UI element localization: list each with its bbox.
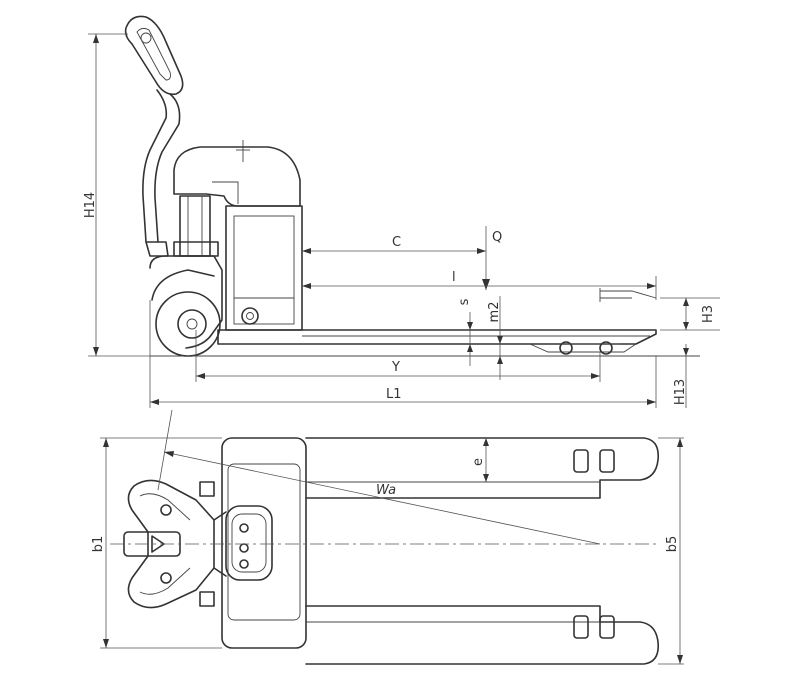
wa-pointer [157, 409, 173, 491]
top-chassis [221, 437, 307, 649]
dim-wa-line [163, 451, 601, 545]
roller-top-1 [573, 449, 589, 473]
battery-panel-inner [231, 513, 267, 573]
label-c: C [392, 235, 401, 250]
tiller-top-triangle [151, 535, 165, 553]
top-chassis-inner [227, 463, 301, 621]
tiller-arm-inner [154, 93, 181, 243]
top-view [110, 437, 660, 665]
drive-wheel [155, 291, 221, 357]
fork-side [217, 329, 657, 345]
roller-top-3 [573, 615, 589, 639]
label-s: s [457, 298, 472, 305]
chassis-bolt-inner [246, 312, 254, 320]
tiller-arm [142, 89, 168, 243]
label-l1: L1 [386, 387, 402, 402]
side-dimensions: H14 C Q l s m2 H3 [83, 33, 720, 408]
panel-button-3 [239, 559, 249, 569]
tiller-top-grip-right [139, 567, 191, 595]
chassis-inner-panel [233, 215, 295, 325]
drive-wheel-axle [186, 318, 198, 330]
chassis-frame [225, 205, 303, 331]
tiller-top-head [127, 479, 215, 609]
tiller-handle-inner [136, 27, 171, 81]
chassis-bolt [241, 307, 259, 325]
tiller-top-link [213, 511, 227, 577]
fork-raised-tip [600, 290, 657, 299]
tiller-top-grip-left [139, 493, 191, 521]
motor-cover [173, 146, 301, 207]
drive-housing [149, 255, 223, 349]
tiller-top-knob-upper [160, 504, 172, 516]
label-b1: b1 [91, 536, 106, 553]
label-y: Y [391, 360, 400, 375]
label-l: l [452, 270, 456, 285]
drive-guard [151, 269, 215, 301]
tiller-handle-grip [124, 15, 184, 96]
hydraulic-pump [179, 195, 211, 257]
label-e: e [471, 458, 486, 466]
battery-panel [225, 505, 273, 581]
tiller-top-mount-lower [199, 591, 215, 607]
load-roller-front [559, 341, 573, 355]
tiller-top-mount-upper [199, 481, 215, 497]
side-view [124, 15, 700, 357]
tiller-arm-pivot [145, 241, 169, 257]
fork-top-lower [305, 605, 660, 665]
fork-tip-bevel [529, 343, 637, 353]
label-b5: b5 [665, 536, 680, 553]
label-q: Q [492, 230, 502, 245]
roller-top-4 [599, 615, 615, 639]
panel-button-2 [239, 543, 249, 553]
motor-cover-shade [212, 181, 239, 204]
label-h13: H13 [673, 379, 688, 405]
label-m2: m2 [487, 302, 502, 323]
label-h3: H3 [701, 305, 716, 323]
panel-button-1 [239, 523, 249, 533]
drive-wheel-hub [177, 309, 207, 339]
top-dimensions: b1 b5 e Wa [91, 409, 684, 665]
label-wa: Wa [376, 483, 396, 498]
tiller-top-knob-lower [160, 572, 172, 584]
label-h14: H14 [83, 192, 98, 218]
roller-top-2 [599, 449, 615, 473]
fork-top-upper [305, 437, 660, 499]
load-roller-rear [599, 341, 613, 355]
tiller-handle-button [140, 32, 152, 44]
